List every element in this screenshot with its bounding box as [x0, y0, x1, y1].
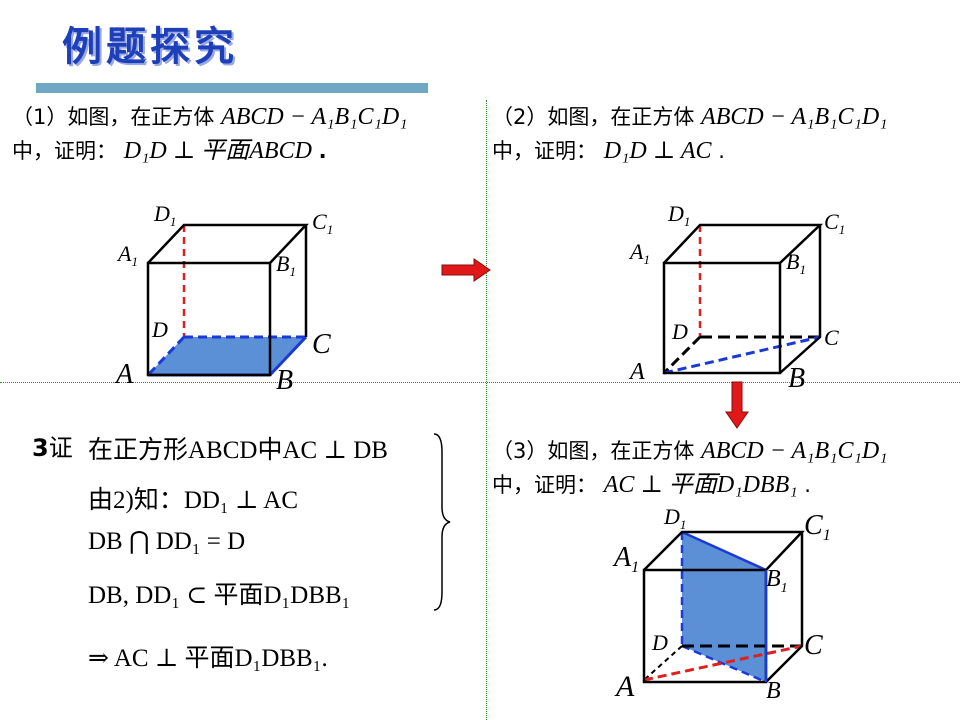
label-b1: B [786, 249, 799, 274]
svg-text:B1: B1 [276, 251, 296, 279]
problem-3-statement: AC ⊥ 平面D₁DBB₁ [603, 472, 798, 498]
problem-3-cube: ABCD − A₁B₁C₁D₁ [701, 438, 888, 464]
label-d1: D [153, 201, 170, 226]
proof-line-3: DB ⋂ DD₁ = D [88, 528, 246, 555]
cube-1-base-face [148, 337, 306, 375]
proof-label-num: 3 [32, 434, 49, 462]
label-a: A [628, 359, 645, 385]
problem-2-statement: D₁D ⊥ AC [603, 138, 712, 164]
proof-line-1: 在正方形ABCD中AC ⊥ DB [88, 437, 388, 464]
label-b: B [788, 363, 805, 394]
cube-3-diagram: D1 C1 A1 B1 D C A B [612, 504, 831, 704]
label-c1: C [804, 510, 823, 541]
problem-2-text: （2）如图，在正方体 ABCD − A₁B₁C₁D₁ 中，证明： D₁D ⊥ A… [492, 100, 888, 168]
problem-3-prefix: （3）如图，在正方体 [492, 439, 695, 463]
label-b1: B [276, 251, 289, 276]
label-d: D [651, 630, 668, 655]
problem-2-cube: ABCD − A₁B₁C₁D₁ [701, 104, 888, 130]
proof-line-2: 由2)知：DD₁ ⊥ AC [88, 487, 299, 514]
svg-text:B1: B1 [786, 249, 806, 277]
cube-2-diagram: D1 C1 A1 B1 D C A B [628, 201, 845, 394]
label-a: A [114, 359, 134, 390]
problem-1-end: . [318, 139, 327, 163]
label-d: D [671, 319, 688, 344]
label-a1: A [628, 239, 644, 264]
svg-text:A1: A1 [116, 241, 138, 269]
label-d: D [151, 317, 168, 342]
cube-1-diagram: D1 C1 A1 B1 D C A B [114, 201, 333, 395]
problem-3-line2-prefix: 中，证明： [492, 473, 597, 497]
problem-1-statement: D₁D ⊥ 平面ABCD [123, 138, 312, 164]
arrow-down-icon [725, 381, 749, 429]
cube-3-diagonal-face [682, 532, 766, 682]
label-c: C [312, 329, 331, 360]
label-b: B [766, 678, 781, 704]
svg-text:D1: D1 [663, 504, 686, 532]
horizontal-divider [0, 382, 960, 383]
vertical-divider [486, 100, 487, 720]
label-d1: D [663, 504, 680, 529]
label-c: C [824, 325, 839, 350]
svg-text:D1: D1 [153, 201, 176, 229]
problem-2-line2-prefix: 中，证明： [492, 139, 597, 163]
problem-2-prefix: （2）如图，在正方体 [492, 105, 695, 129]
svg-text:A1: A1 [628, 239, 650, 267]
proof-label-char: 证 [48, 434, 73, 462]
label-c: C [804, 630, 823, 661]
label-a1: A [612, 542, 632, 573]
label-b: B [276, 365, 293, 395]
title-underline [36, 83, 428, 93]
problem-1-text: （1）如图，在正方体 ABCD − A₁B₁C₁D₁ 中，证明： D₁D ⊥ 平… [12, 100, 408, 168]
label-a: A [614, 670, 635, 703]
problem-3-text: （3）如图，在正方体 ABCD − A₁B₁C₁D₁ 中，证明： AC ⊥ 平面… [492, 434, 888, 502]
svg-text:D1: D1 [667, 201, 690, 229]
svg-text:C1: C1 [804, 510, 831, 544]
proof-line-4: DB, DD₁ ⊂ 平面D₁DBB₁ [88, 582, 351, 609]
problem-1-prefix: （1）如图，在正方体 [12, 105, 215, 129]
label-b1: B [766, 566, 781, 592]
proof-label: 3证 [32, 428, 73, 463]
svg-text:B1: B1 [766, 566, 788, 596]
label-c1: C [824, 209, 839, 234]
problem-1-cube: ABCD − A₁B₁C₁D₁ [221, 104, 408, 130]
label-a1: A [116, 241, 132, 266]
proof-block: 在正方形ABCD中AC ⊥ DB 由2)知：DD₁ ⊥ AC DB ⋂ DD₁ … [88, 430, 448, 680]
svg-text:A1: A1 [612, 542, 639, 576]
proof-brace [433, 433, 451, 611]
problem-3-end: . [804, 473, 811, 497]
label-d1: D [667, 201, 684, 226]
problem-2-end: . [718, 139, 725, 163]
svg-text:C1: C1 [824, 209, 845, 237]
problem-1-line2-prefix: 中，证明： [12, 139, 117, 163]
arrow-right-icon [441, 258, 491, 282]
page-title: 例题探究 [62, 24, 238, 70]
svg-text:C1: C1 [312, 209, 333, 237]
label-c1: C [312, 209, 327, 234]
proof-conclusion: ⇒ AC ⊥ 平面D₁DBB₁. [88, 645, 328, 672]
